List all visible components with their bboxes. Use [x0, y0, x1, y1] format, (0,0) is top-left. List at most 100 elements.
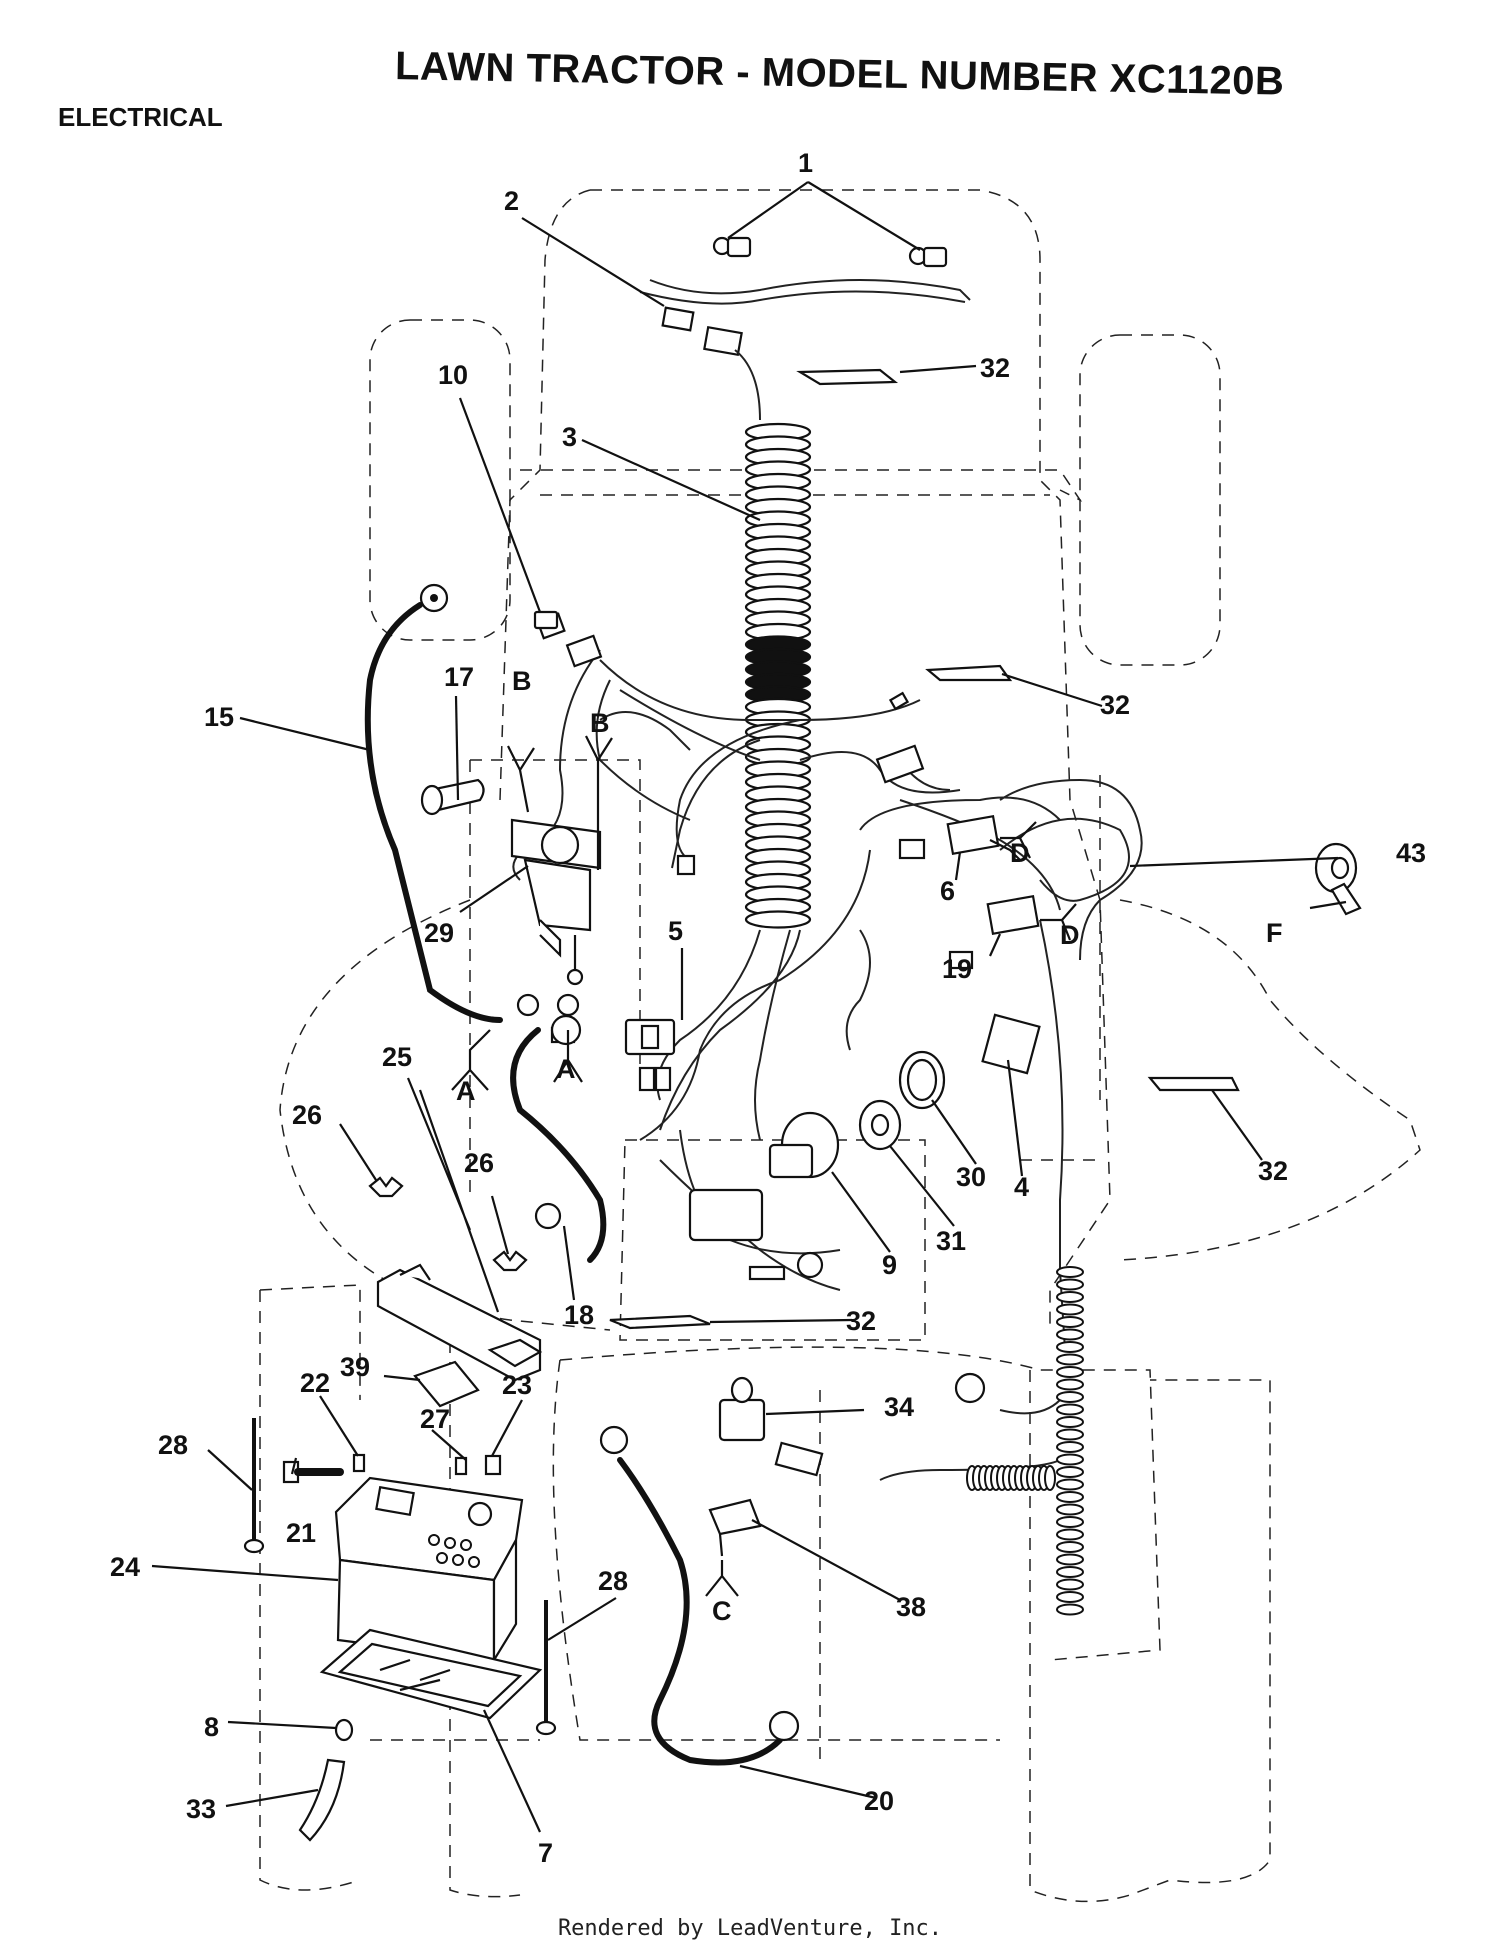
callout-38: 38	[896, 1592, 926, 1622]
callout-9: 9	[882, 1250, 897, 1280]
fuse	[533, 610, 559, 630]
callout-32-right: 32	[1258, 1156, 1288, 1186]
cable-ties	[609, 368, 1240, 1330]
cable-coil-ring	[1056, 1328, 1084, 1341]
cable-coil-ring	[1056, 1503, 1084, 1516]
callout-26-left: 26	[292, 1100, 322, 1130]
ref-letter-a-right: A	[556, 1054, 576, 1084]
relay	[981, 1013, 1041, 1075]
callout-34: 34	[884, 1392, 914, 1422]
callout-39: 39	[340, 1352, 370, 1382]
callout-2: 2	[504, 186, 519, 216]
ref-letter-c: C	[712, 1596, 732, 1626]
cable-coil-ring	[1056, 1291, 1084, 1303]
ref-letter-d-lower: D	[1060, 920, 1080, 950]
callout-5: 5	[668, 916, 683, 946]
callout-3: 3	[562, 422, 577, 452]
cable-coil-ring	[1056, 1491, 1084, 1503]
cable-coil-ring	[1044, 1465, 1056, 1491]
callout-43: 43	[1396, 838, 1426, 868]
coiled-wire-loom	[744, 422, 812, 929]
terminal-boot	[420, 778, 485, 816]
battery-tray	[319, 1628, 543, 1720]
headlight-assembly	[639, 236, 971, 421]
keyswitch-nut	[858, 1099, 902, 1151]
cable-coil-ring	[1056, 1303, 1084, 1316]
battery	[334, 1476, 524, 1664]
cable-coil-ring	[1056, 1516, 1084, 1528]
battery-cable-negative	[599, 1425, 800, 1766]
cable-coil-ring	[1056, 1416, 1084, 1428]
ref-letter-a-left: A	[456, 1076, 476, 1106]
light-switch	[624, 1018, 676, 1056]
cable-coil-ring	[1056, 1578, 1084, 1591]
ref-letter-f: F	[1266, 918, 1283, 948]
ref-letter-b-right: B	[590, 708, 610, 738]
callout-18: 18	[564, 1300, 594, 1330]
interlock-switch-seat	[898, 814, 1021, 861]
grommet	[898, 1050, 946, 1110]
callout-26-right: 26	[464, 1148, 494, 1178]
cable-coil-ring	[1056, 1478, 1084, 1491]
callout-28-right: 28	[598, 1566, 628, 1596]
wing-nut-left	[368, 1176, 404, 1198]
callout-21: 21	[286, 1518, 316, 1548]
callout-32-bottom: 32	[846, 1306, 876, 1336]
cable-coil-ring	[1056, 1378, 1084, 1391]
cable-coil-ring	[1056, 1453, 1084, 1466]
cable-coil-ring	[1056, 1566, 1084, 1578]
callout-20: 20	[864, 1786, 894, 1816]
cable-coil-ring	[1056, 1591, 1084, 1603]
battery-bolts	[243, 1418, 557, 1736]
callout-6: 6	[940, 876, 955, 906]
ref-letter-b-left: B	[512, 666, 532, 696]
cable-coil-ring	[1056, 1278, 1084, 1291]
ground-bracket	[708, 1498, 762, 1557]
cable-coil-ring	[1056, 1553, 1084, 1566]
callout-17: 17	[444, 662, 474, 692]
cable-coil-ring	[1056, 1466, 1084, 1478]
section-label: ELECTRICAL	[58, 102, 223, 132]
callout-29: 29	[424, 918, 454, 948]
cable-coil-ring	[1056, 1353, 1084, 1366]
callout-15: 15	[204, 702, 234, 732]
wire-clip	[1314, 842, 1362, 916]
callout-32-upper: 32	[1100, 690, 1130, 720]
ignition-switch	[688, 1111, 840, 1279]
coiled-ground-cable	[966, 1266, 1084, 1616]
callout-labels: 1 2 3 32 10 32 15 17 29 5 6 19 4 43 32 3…	[110, 148, 1426, 1868]
callout-8: 8	[204, 1712, 219, 1742]
battery-hold-down	[376, 1263, 543, 1382]
wing-nut-right	[492, 1250, 528, 1272]
battery-pad	[413, 1360, 480, 1408]
callout-25: 25	[382, 1042, 412, 1072]
render-credit: Rendered by LeadVenture, Inc.	[557, 1916, 943, 1941]
cable-coil-ring	[1056, 1391, 1084, 1403]
cable-coil-ring	[1056, 1403, 1084, 1416]
tractor-outline	[259, 189, 1421, 1903]
callout-10: 10	[438, 360, 468, 390]
tray-drain-hose	[298, 1718, 354, 1842]
ref-letter-d-upper: D	[1010, 838, 1030, 868]
solenoid-to-starter-cable	[510, 1014, 607, 1263]
cable-coil-ring	[1056, 1341, 1084, 1353]
callout-32-top: 32	[980, 353, 1010, 383]
callout-4: 4	[1014, 1172, 1029, 1202]
callout-7: 7	[538, 1838, 553, 1868]
callout-27: 27	[420, 1404, 450, 1434]
callout-24: 24	[110, 1552, 140, 1582]
interlock-switch-brake	[948, 894, 1040, 970]
cable-coil-ring	[1056, 1266, 1084, 1278]
cable-coil-ring	[1056, 1428, 1084, 1441]
fuel-solenoid	[718, 1372, 986, 1477]
cable-coil-ring	[1056, 1528, 1084, 1541]
reference-arrows	[451, 735, 1077, 1597]
callout-30: 30	[956, 1162, 986, 1192]
callout-1: 1	[798, 148, 813, 178]
callout-28-left: 28	[158, 1430, 188, 1460]
starter-solenoid	[510, 818, 602, 1017]
cable-coil-ring	[1056, 1441, 1084, 1453]
battery-hardware	[282, 1453, 502, 1484]
